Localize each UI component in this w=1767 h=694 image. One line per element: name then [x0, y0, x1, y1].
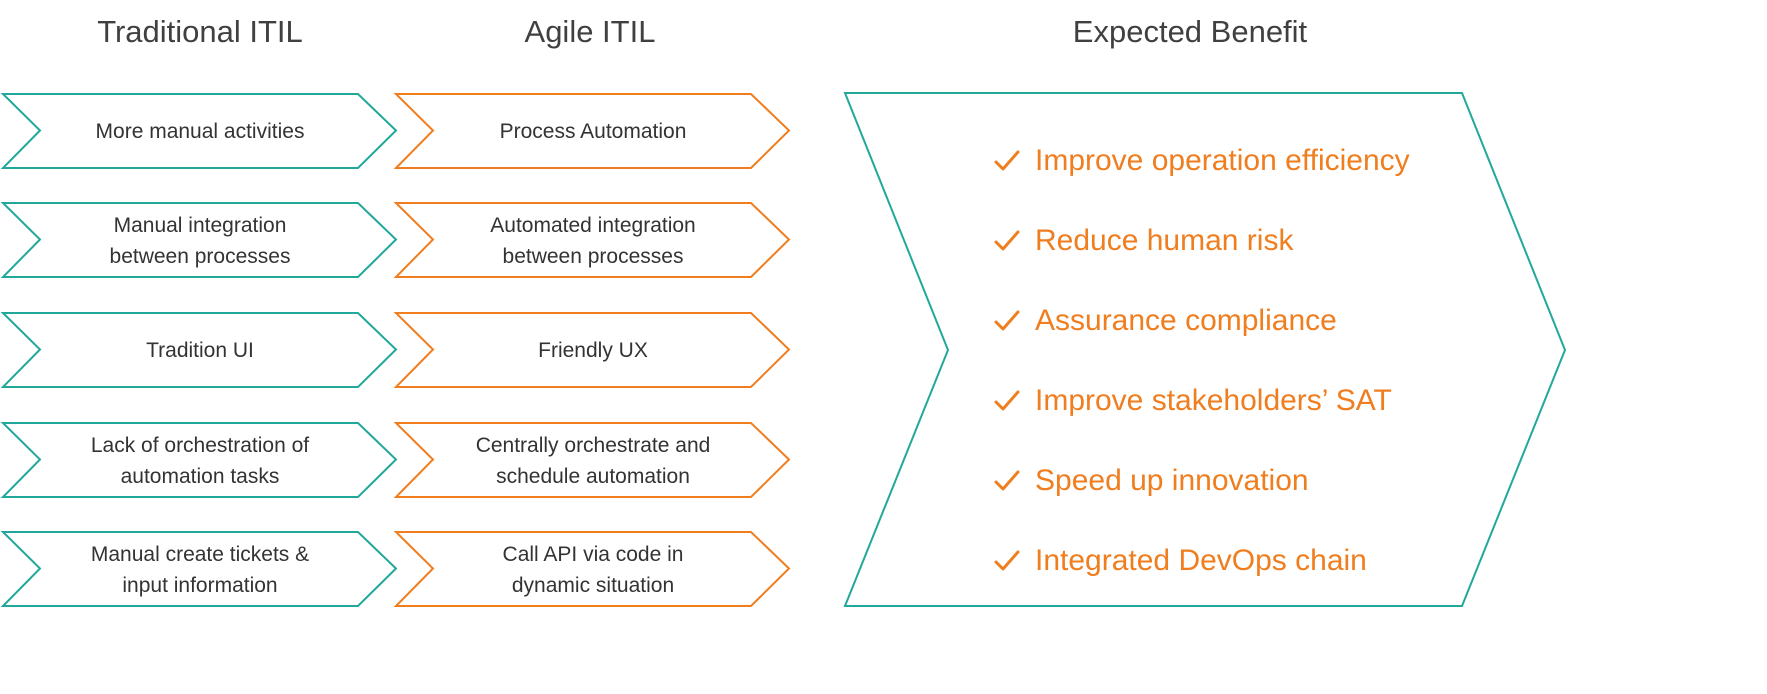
benefit-item: Improve operation efficiency: [993, 141, 1410, 181]
traditional-item-chevron-shape: [0, 202, 398, 278]
traditional-item-label: Manual create tickets & input informatio…: [90, 542, 310, 597]
agile-item-label: Automated integration between processes: [490, 213, 696, 268]
agile-item-chevron: Friendly UX: [393, 312, 791, 389]
traditional-item-label: Manual integration between processes: [109, 213, 291, 268]
agile-item-chevron-shape: [393, 312, 791, 388]
traditional-item-chevron: Tradition UI: [0, 312, 398, 389]
traditional-item-chevron: Manual integration between processes: [0, 202, 398, 279]
traditional-item-chevron: Manual create tickets & input informatio…: [0, 531, 398, 608]
benefit-item: Assurance compliance: [993, 301, 1337, 341]
benefit-label: Improve operation efficiency: [1035, 144, 1410, 177]
benefit-label: Integrated DevOps chain: [1035, 544, 1367, 577]
traditional-item-chevron-shape: [0, 531, 398, 607]
benefit-item: Speed up innovation: [993, 461, 1309, 501]
check-icon: [994, 550, 1020, 571]
agile-item-label: Centrally orchestrate and schedule autom…: [475, 433, 711, 488]
check-icon: [994, 470, 1020, 491]
traditional-item-chevron-shape: [0, 422, 398, 498]
agile-item-label: Process Automation: [499, 120, 687, 143]
check-icon: [994, 390, 1020, 411]
check-icon: [994, 150, 1020, 171]
agile-item-label: Friendly UX: [538, 339, 648, 362]
benefit-item: Reduce human risk: [993, 221, 1293, 261]
benefit-item: Improve stakeholders’ SAT: [993, 381, 1392, 421]
agile-item-label: Call API via code in dynamic situation: [502, 542, 684, 597]
agile-item-chevron-shape: [393, 93, 791, 169]
agile-item-chevron: Centrally orchestrate and schedule autom…: [393, 422, 791, 499]
traditional-item-chevron-shape: [0, 93, 398, 169]
benefit-label: Assurance compliance: [1035, 304, 1337, 337]
agile-item-chevron: Call API via code in dynamic situation: [393, 531, 791, 608]
agile-item-chevron-shape: [393, 531, 791, 607]
check-icon: [994, 310, 1020, 331]
benefit-label: Improve stakeholders’ SAT: [1035, 384, 1392, 417]
check-icon: [994, 230, 1020, 251]
agile-item-chevron: Process Automation: [393, 93, 791, 170]
traditional-item-label: More manual activities: [95, 120, 305, 143]
benefit-label: Reduce human risk: [1035, 224, 1294, 257]
agile-item-chevron-shape: [393, 202, 791, 278]
traditional-item-chevron: More manual activities: [0, 93, 398, 170]
traditional-item-chevron: Lack of orchestration of automation task…: [0, 422, 398, 499]
benefit-label: Speed up innovation: [1035, 464, 1309, 497]
agile-item-chevron-shape: [393, 422, 791, 498]
traditional-item-label: Lack of orchestration of automation task…: [90, 433, 310, 488]
agile-item-chevron: Automated integration between processes: [393, 202, 791, 279]
agile-itil-heading: Agile ITIL: [524, 14, 656, 49]
traditional-itil-heading: Traditional ITIL: [97, 14, 303, 49]
traditional-item-chevron-shape: [0, 312, 398, 388]
expected-benefit-heading: Expected Benefit: [1072, 14, 1308, 49]
traditional-item-label: Tradition UI: [146, 339, 254, 362]
benefit-item: Integrated DevOps chain: [993, 541, 1367, 581]
